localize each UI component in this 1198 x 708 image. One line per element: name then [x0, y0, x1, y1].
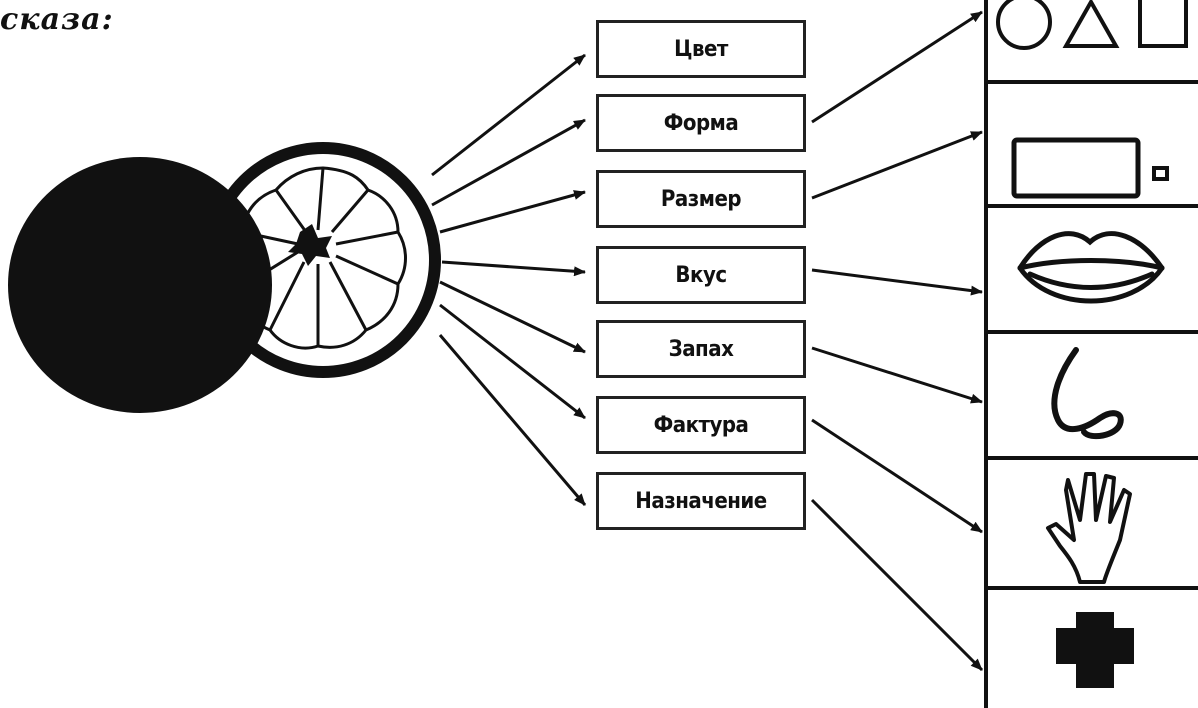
property-to-sense-arrow	[811, 346, 983, 404]
orange-to-property-arrow	[438, 334, 587, 506]
orange-core	[288, 224, 332, 266]
orange-to-property-arrow	[439, 303, 586, 420]
property-to-sense-arrow	[811, 10, 983, 124]
orange-illustration	[8, 142, 441, 413]
orange-to-property-arrow	[439, 280, 586, 354]
heading: сказа:	[0, 2, 114, 37]
orange-to-property-arrow	[431, 53, 586, 177]
property-box: Размер	[596, 170, 806, 228]
sense-arrows	[810, 10, 984, 672]
shapes-icon	[996, 0, 1188, 50]
nose-icon	[1051, 347, 1124, 440]
property-to-sense-arrow	[811, 268, 983, 296]
property-box: Запах	[596, 320, 806, 378]
lips-icon	[1017, 231, 1165, 304]
property-to-sense-arrow	[810, 498, 984, 672]
property-to-sense-arrow	[811, 418, 983, 534]
orange-arrows	[431, 53, 587, 506]
hand-icon	[1046, 472, 1132, 584]
orange-to-property-arrow	[441, 260, 586, 277]
property-box: Вкус	[596, 246, 806, 304]
size-icon	[1011, 137, 1169, 199]
whole-orange	[8, 157, 272, 413]
property-box: Цвет	[596, 20, 806, 78]
property-box: Назначение	[596, 472, 806, 530]
property-box: Фактура	[596, 396, 806, 454]
cross-icon	[1056, 612, 1134, 688]
orange-to-property-arrow	[431, 118, 586, 207]
property-box: Форма	[596, 94, 806, 152]
sense-icons	[984, 0, 1198, 708]
orange-to-property-arrow	[439, 190, 586, 234]
property-to-sense-arrow	[811, 130, 983, 200]
